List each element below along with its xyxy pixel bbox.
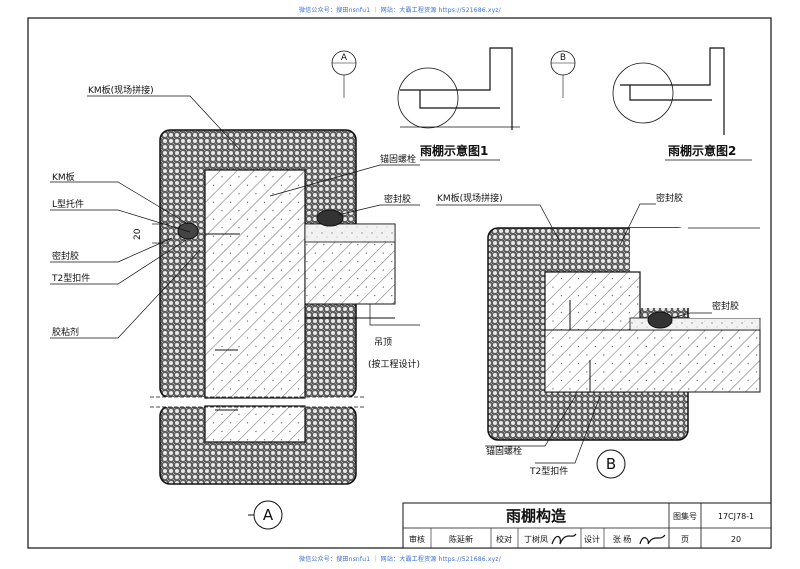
- label-sealant-mid-b: 密封胶: [712, 300, 739, 312]
- anchor-bolts-b: [569, 300, 591, 392]
- label-km-site-b: KM板(现场拼接): [437, 192, 503, 204]
- concrete-core: [204, 169, 306, 399]
- label-ceiling: 吊顶: [374, 337, 392, 348]
- page-number: 20: [731, 535, 741, 544]
- schematic-1-callout: [397, 67, 459, 129]
- label-dimension-20: 20: [133, 228, 143, 240]
- schematic-2: B 雨棚示意图2: [550, 47, 752, 161]
- schematic-2-marker-text: B: [560, 53, 566, 63]
- leaders-b: [436, 203, 712, 464]
- schematic-1-marker-text: A: [341, 53, 348, 63]
- section-a: KM板(现场拼接) KM板 L型托件 20 密封胶 T2型扣件 胶粘剂 锚固螺栓…: [50, 84, 420, 530]
- schematic-1-title: 雨棚示意图1: [420, 143, 488, 158]
- checker-name: 丁树凤: [524, 534, 548, 544]
- leaders-a-right: [269, 164, 420, 326]
- label-t2-clip-b: T2型扣件: [529, 465, 568, 477]
- schematic-2-outline: [620, 47, 725, 135]
- page-label: 页: [681, 535, 689, 544]
- label-anchor-bolt-a: 锚固螺栓: [380, 153, 416, 165]
- design-label: 设计: [584, 534, 600, 544]
- anchor-bolts-a: [205, 233, 240, 411]
- sheet-border: [27, 17, 772, 549]
- detail-marker-b-text: B: [606, 455, 616, 473]
- detail-marker-b: [596, 449, 626, 479]
- sealant-oval-left: [177, 222, 199, 240]
- title-block: 雨棚构造 图集号 17CJ78-1 审核 陈延新 校对 丁树凤 设计 张 杨 页…: [402, 502, 772, 549]
- section-b: KM板(现场拼接) 密封胶 密封胶 锚固螺栓 T2型扣件 B: [436, 192, 761, 479]
- label-km-panel: KM板: [52, 171, 75, 183]
- designer-signature: [639, 534, 666, 545]
- label-adhesive: 胶粘剂: [52, 326, 79, 338]
- schematic-1-outline: [400, 47, 513, 130]
- leaders-a-left: [50, 95, 241, 339]
- label-sealant-top-b: 密封胶: [656, 192, 683, 204]
- sealant-oval-b: [647, 311, 673, 329]
- label-ceiling-note: (按工程设计): [368, 358, 420, 370]
- reviewer-name: 陈延新: [449, 534, 473, 544]
- watermark-bottom: 微信公众号：搜田nsnfu1 ｜ 网站：大霸工程资源 https://52168…: [299, 556, 501, 563]
- detail-marker-a-text: A: [263, 506, 274, 524]
- slab-screed: [304, 223, 396, 243]
- review-label: 审核: [409, 534, 425, 544]
- schematic-2-title: 雨棚示意图2: [668, 143, 736, 158]
- label-l-bracket: L型托件: [52, 198, 84, 210]
- white-above-slab: [690, 228, 760, 318]
- label-km-site-a: KM板(现场拼接): [88, 84, 154, 96]
- watermark-top: 微信公众号：搜田nsnfu1 ｜ 网站：大霸工程资源 https://52168…: [299, 7, 501, 14]
- canopy-slab-b: [544, 329, 761, 393]
- checker-signature: [551, 533, 577, 545]
- break-band: [150, 397, 365, 407]
- schematic-2-callout: [612, 62, 674, 124]
- label-sealant-left: 密封胶: [52, 250, 79, 262]
- sealant-oval-a: [316, 209, 344, 227]
- schematic-1: A 雨棚示意图1: [331, 47, 520, 161]
- concrete-core-lower: [204, 405, 306, 443]
- check-label: 校对: [496, 534, 512, 544]
- designer-name: 张 杨: [613, 534, 632, 544]
- label-sealant-right-a: 密封胶: [384, 193, 411, 205]
- atlas-label: 图集号: [673, 511, 697, 521]
- label-t2-clip-a: T2型扣件: [51, 272, 90, 284]
- drawing-title: 雨棚构造: [506, 507, 566, 525]
- label-anchor-bolt-b: 锚固螺栓: [486, 445, 522, 457]
- atlas-number: 17CJ78-1: [718, 512, 754, 521]
